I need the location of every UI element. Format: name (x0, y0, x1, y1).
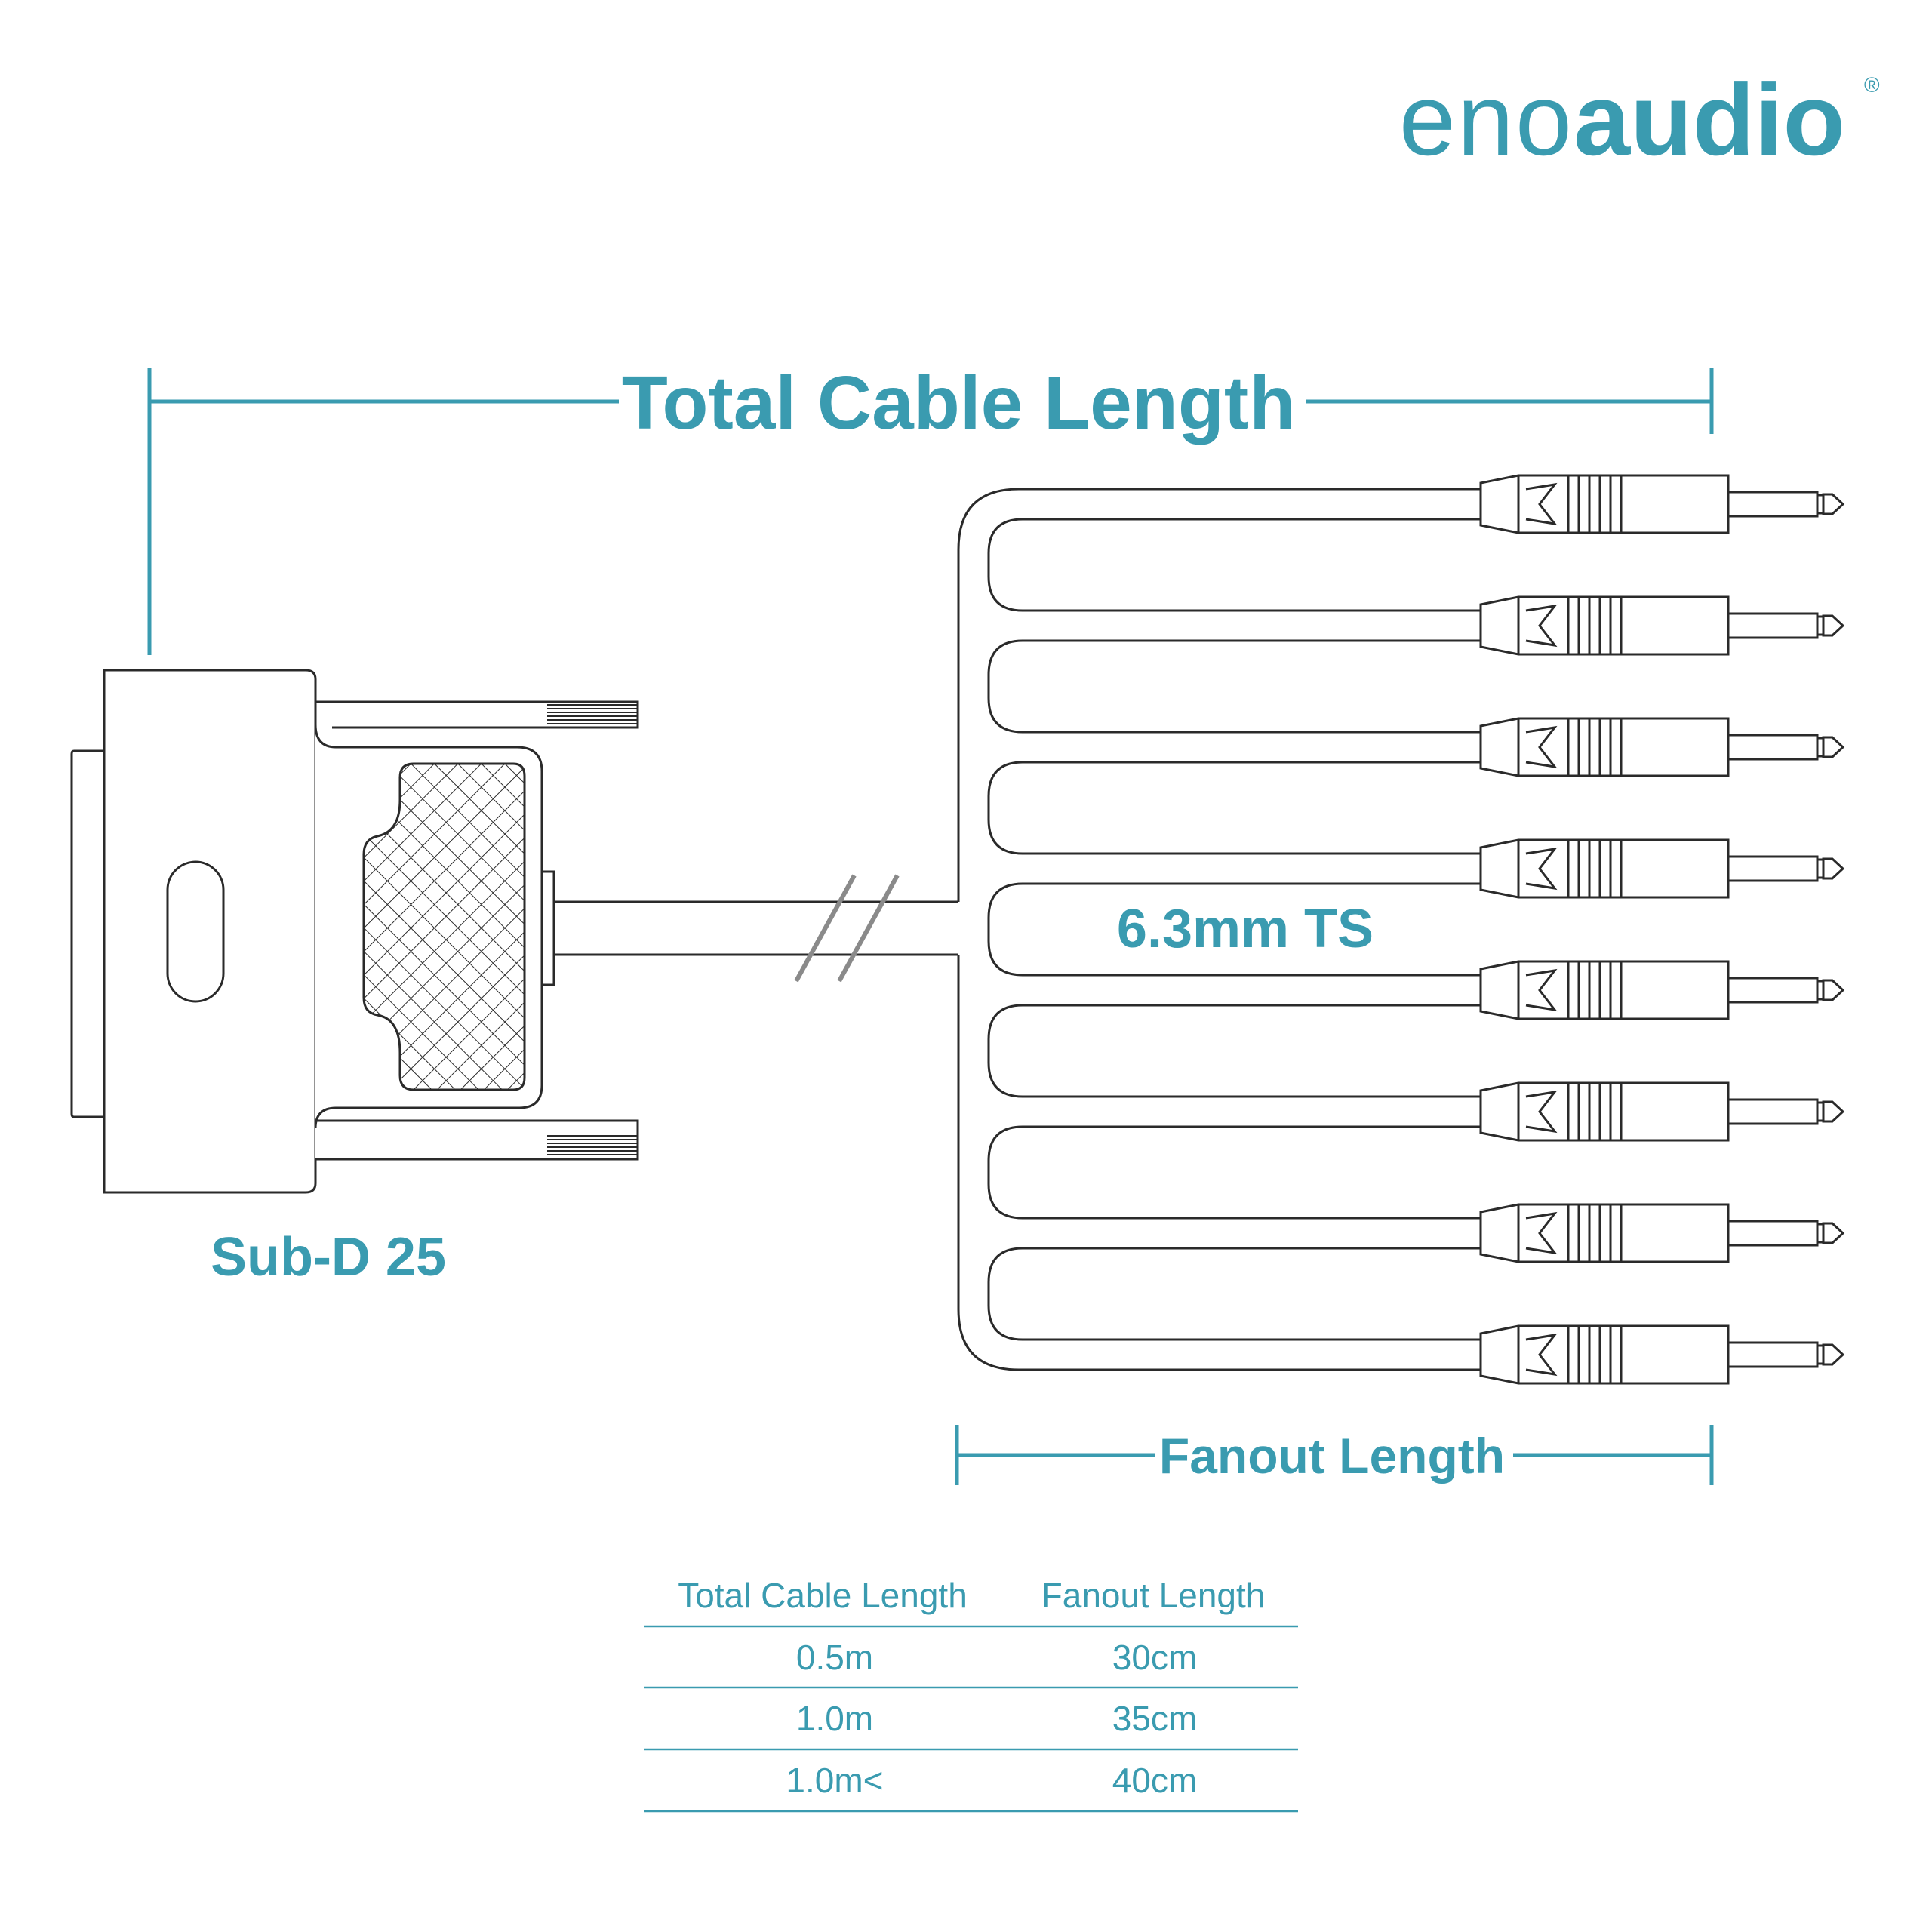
ts-plug-sleeve (1727, 734, 1819, 761)
table-cell-fanout-length: 40cm (1112, 1761, 1197, 1800)
ts-plug (1479, 474, 1845, 534)
ts-plug (1479, 1081, 1845, 1142)
table-cell-fanout-length: 30cm (1112, 1638, 1197, 1677)
ts-plug-tip (1822, 614, 1845, 637)
ts-plug-logo-mark (1525, 1090, 1558, 1134)
ts-plug-logo-mark (1525, 1211, 1558, 1255)
table-cell-total-length: 1.0m< (786, 1761, 883, 1800)
fanout-cable-separation (987, 882, 1481, 977)
fanout-cable-separation (987, 518, 1481, 612)
fanout-outer-edge-top (957, 488, 1481, 902)
ts-plug-logo-mark (1525, 1333, 1558, 1377)
fanout-cable-separation (987, 639, 1481, 734)
sub-d25-mount-slot (166, 860, 225, 1003)
registered-mark: ® (1864, 73, 1880, 97)
table-cell-fanout-length: 35cm (1112, 1699, 1197, 1738)
cable-break-mark (794, 874, 900, 983)
ts-plug-logo-mark (1525, 968, 1558, 1012)
fanout-cable-separation (987, 761, 1481, 855)
ts-plug (1479, 960, 1845, 1020)
ts-plug-tip (1822, 1100, 1845, 1123)
ts-plug-tip (1822, 1343, 1845, 1366)
ts-plug-logo-mark (1525, 725, 1558, 769)
ts-plug-sleeve (1727, 855, 1819, 882)
brand-name-bold: audio (1574, 63, 1845, 177)
sub-d25-front-flange (70, 749, 104, 1118)
ts-plug-tip (1822, 493, 1845, 515)
fanout-length-label: Fanout Length (1159, 1428, 1505, 1484)
ts-plug-tip (1822, 1222, 1845, 1244)
sub-d25-cable-boot (540, 870, 555, 986)
ts-plug-sleeve (1727, 1220, 1819, 1247)
ts-plug-tip (1822, 979, 1845, 1001)
main-cable (554, 900, 958, 956)
fanout-cable-separation (987, 1004, 1481, 1098)
ts-plug-logo-mark (1525, 482, 1558, 526)
fanout-cable-separation (987, 1247, 1481, 1341)
ts-plug (1479, 595, 1845, 656)
ts-plug-tip (1822, 857, 1845, 880)
ts-plug-sleeve (1727, 612, 1819, 639)
ts-plug-tip (1822, 736, 1845, 758)
ts-plug-sleeve (1727, 1341, 1819, 1368)
brand-name-light: eno (1399, 63, 1574, 177)
fanout-length-dimension (955, 1425, 1714, 1485)
fanout-cable-separation (987, 1125, 1481, 1220)
brand-logo: enoaudio (1399, 63, 1845, 177)
sub-d25-grip (362, 762, 526, 1091)
ts-plug (1479, 838, 1845, 899)
ts-plug (1479, 717, 1845, 777)
ts-plugs (1479, 474, 1845, 1385)
table-cell-total-length: 1.0m (796, 1699, 873, 1738)
sub-d25-label: Sub-D 25 (211, 1227, 446, 1287)
ts-plug (1479, 1324, 1845, 1385)
sub-d25-screw-knurls (547, 704, 638, 1155)
ts-connector-label: 6.3mm TS (1117, 899, 1374, 959)
ts-plug-logo-mark (1525, 604, 1558, 648)
ts-plug-sleeve (1727, 491, 1819, 518)
ts-plug-sleeve (1727, 977, 1819, 1004)
ts-plug (1479, 1203, 1845, 1263)
total-length-label: Total Cable Length (622, 361, 1296, 445)
ts-plug-sleeve (1727, 1098, 1819, 1125)
table-cell-total-length: 0.5m (796, 1638, 873, 1677)
table-header-fanout-length: Fanout Length (1041, 1576, 1266, 1615)
fanout-outer-edge-bottom (957, 955, 1481, 1371)
fanout-cables (957, 488, 1481, 1371)
ts-plug-logo-mark (1525, 847, 1558, 891)
length-table: Total Cable Length Fanout Length 0.5m 30… (644, 1576, 1298, 1813)
sub-d25-connector (70, 669, 639, 1194)
total-length-dimension (147, 368, 1714, 655)
table-header-total-length: Total Cable Length (678, 1576, 968, 1615)
